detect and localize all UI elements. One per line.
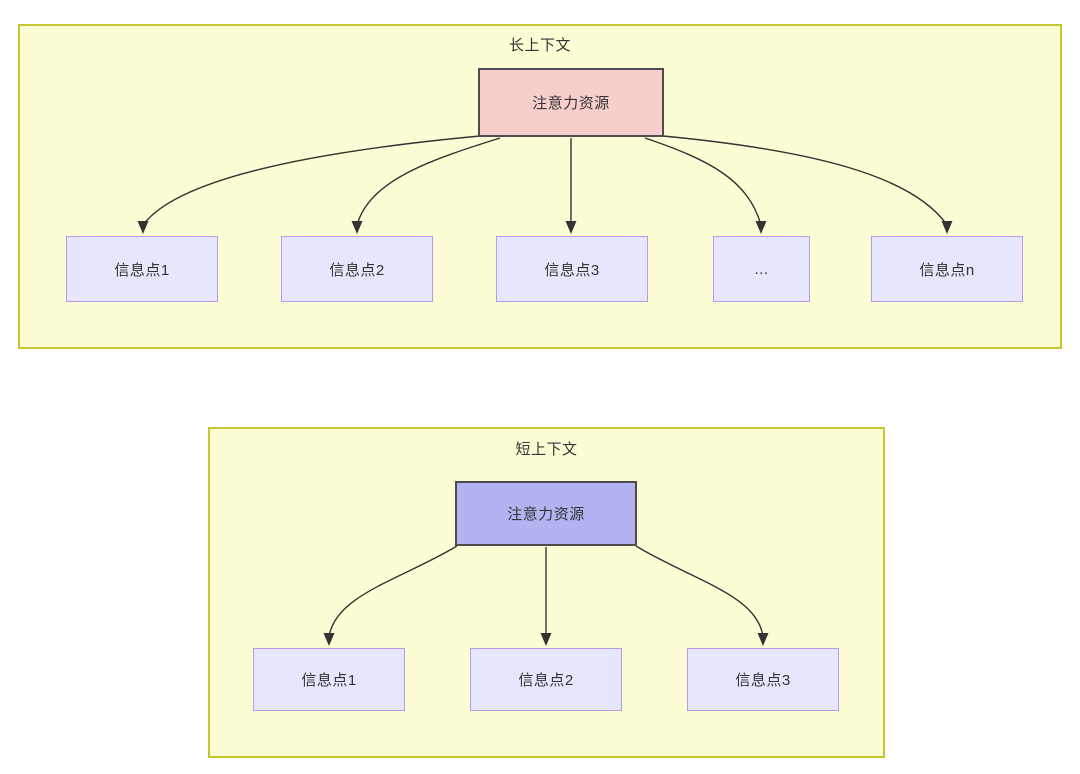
node-label: 注意力资源 — [507, 506, 585, 523]
node-info-point-3-long[interactable]: 信息点3 — [496, 236, 648, 302]
panel-long-context-title: 长上下文 — [508, 37, 571, 54]
node-label: 信息点n — [919, 261, 975, 279]
node-attention-resource-short[interactable]: 注意力资源 — [455, 481, 637, 546]
node-label: 信息点3 — [735, 672, 791, 689]
node-label: 信息点3 — [544, 261, 600, 279]
node-info-point-n-long[interactable]: 信息点n — [871, 236, 1023, 302]
node-label: 注意力资源 — [532, 95, 610, 112]
node-info-point-ellipsis-long[interactable]: ... — [713, 236, 810, 302]
node-info-point-1-long[interactable]: 信息点1 — [66, 236, 218, 302]
node-label: 信息点1 — [114, 261, 170, 279]
node-info-point-3-short[interactable]: 信息点3 — [687, 648, 839, 711]
node-info-point-1-short[interactable]: 信息点1 — [253, 648, 405, 711]
node-info-point-2-short[interactable]: 信息点2 — [470, 648, 622, 711]
panel-short-context-title: 短上下文 — [515, 441, 578, 458]
node-label: 信息点2 — [329, 261, 385, 279]
node-label: ... — [754, 260, 769, 278]
node-label: 信息点1 — [301, 672, 357, 689]
node-info-point-2-long[interactable]: 信息点2 — [281, 236, 433, 302]
node-label: 信息点2 — [518, 672, 574, 689]
node-attention-resource-long[interactable]: 注意力资源 — [478, 68, 664, 137]
